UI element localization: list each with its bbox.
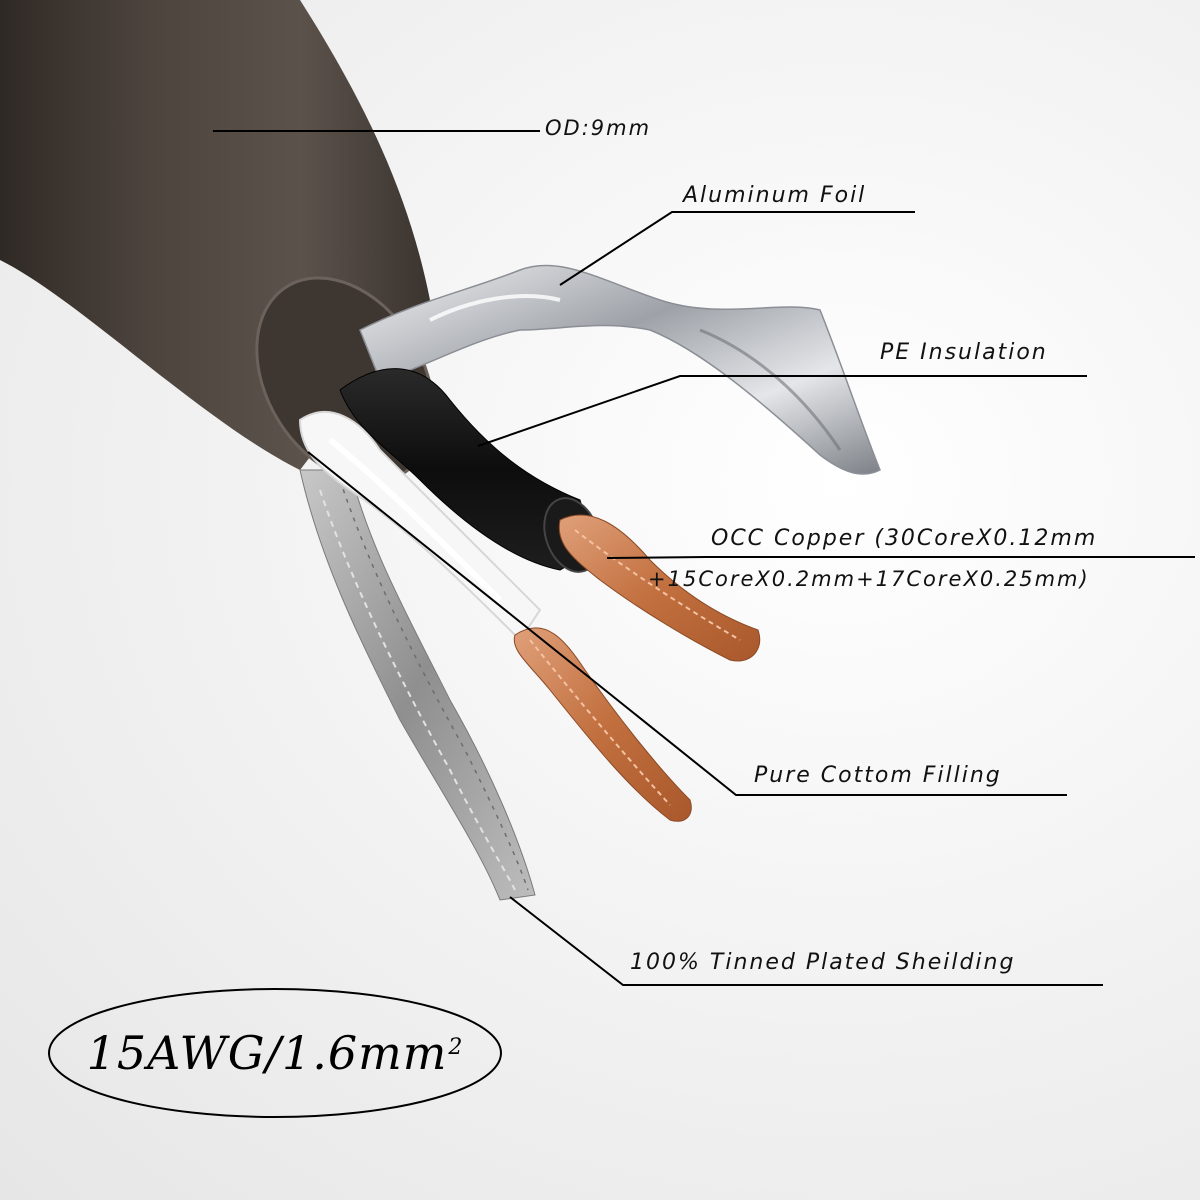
tinned-shield-braid <box>299 469 536 901</box>
label-pe-insulation: PE Insulation <box>880 340 1048 365</box>
copper-conductor-upper <box>558 514 761 662</box>
gauge-oval <box>48 988 502 1118</box>
leader-cotton <box>307 451 1067 796</box>
leader-lines <box>213 130 1195 986</box>
label-occ-copper-line1: OCC Copper (30CoreX0.12mm <box>711 526 1098 551</box>
copper-conductor-lower <box>513 627 692 822</box>
label-aluminum-foil: Aluminum Foil <box>683 183 867 208</box>
leader-occ <box>606 556 1195 559</box>
gauge-superscript: 2 <box>448 1034 464 1060</box>
label-shielding: 100% Tinned Plated Sheilding <box>630 950 1016 975</box>
label-occ-copper-line2: +15CoreX0.2mm+17CoreX0.25mm) <box>648 567 1090 591</box>
gauge-text: 15AWG/1.6mm <box>86 1026 448 1080</box>
leader-shielding <box>509 896 1103 986</box>
label-od: OD:9mm <box>545 116 652 140</box>
label-cotton-filling: Pure Cottom Filling <box>754 763 1002 788</box>
leader-foil <box>559 211 915 286</box>
leader-pe <box>477 375 1087 447</box>
aluminum-foil <box>359 264 881 475</box>
